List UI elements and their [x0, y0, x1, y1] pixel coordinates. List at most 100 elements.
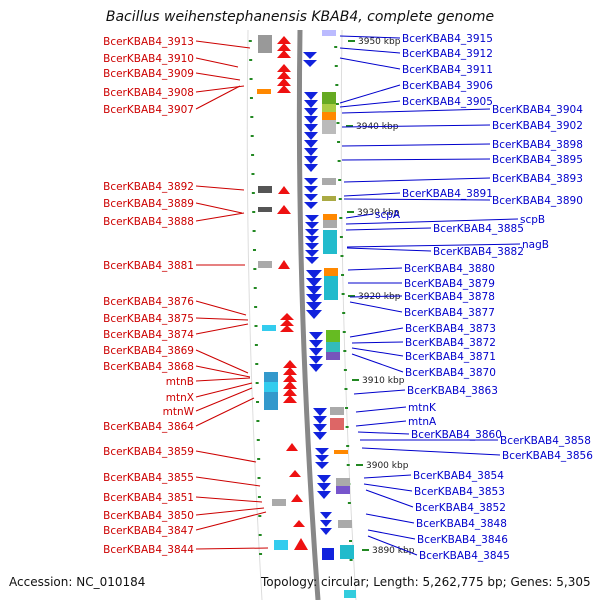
right-leader-line	[349, 295, 403, 298]
track-tick	[349, 559, 353, 561]
right-gene-label: BcerKBAB4_3871	[405, 351, 496, 363]
right-gene-label: nagB	[522, 239, 549, 251]
right-gene-label: BcerKBAB4_3872	[405, 337, 496, 349]
forward-gene-arrow	[304, 92, 318, 100]
genome-backbone	[296, 29, 321, 600]
left-leader-line	[195, 202, 243, 214]
forward-gene-arrow	[306, 286, 322, 295]
track-tick	[256, 420, 260, 422]
left-gene-label: BcerKBAB4_3888	[103, 216, 194, 228]
track-tick	[248, 40, 252, 42]
scale-label: 3910 kbp	[362, 376, 405, 386]
left-gene-label: BcerKBAB4_3910	[103, 53, 194, 65]
right-gene-label: BcerKBAB4_3858	[500, 435, 591, 447]
track-tick	[338, 198, 342, 200]
homology-box	[330, 418, 344, 430]
track-tick	[344, 388, 348, 390]
left-gene-label: BcerKBAB4_3855	[103, 472, 194, 484]
forward-gene-arrow	[315, 455, 329, 462]
left-gene-label: BcerKBAB4_3869	[103, 345, 194, 357]
homology-box	[326, 342, 340, 352]
forward-gene-arrow	[304, 194, 318, 201]
scale-label: 3890 kbp	[372, 546, 415, 556]
left-leader-line	[195, 387, 253, 412]
left-gene-label: BcerKBAB4_3844	[103, 544, 194, 556]
track-tick	[343, 350, 347, 352]
forward-gene-arrow	[306, 294, 322, 303]
homology-box	[324, 268, 338, 276]
left-gene-label: mtnW	[163, 406, 195, 418]
homology-box	[322, 104, 336, 112]
reverse-gene-arrow	[283, 381, 297, 389]
right-leader-line	[346, 247, 432, 252]
left-gene-label: BcerKBAB4_3907	[103, 104, 194, 116]
homology-box	[322, 196, 336, 201]
right-leader-line	[339, 100, 401, 108]
forward-gene-arrow	[303, 52, 317, 59]
right-leader-line	[346, 243, 521, 248]
track-tick	[257, 496, 261, 498]
right-leader-line	[351, 341, 404, 344]
track-tick	[252, 230, 256, 232]
left-gene-label: BcerKBAB4_3892	[103, 181, 194, 193]
right-track-line	[340, 29, 357, 600]
reverse-gene-arrow	[277, 205, 291, 214]
right-leader-line	[355, 420, 407, 427]
left-gene-label: BcerKBAB4_3889	[103, 198, 194, 210]
left-leader-line	[195, 397, 255, 427]
left-gene-label: BcerKBAB4_3876	[103, 296, 194, 308]
right-gene-label: BcerKBAB4_3906	[402, 80, 493, 92]
reverse-gene-arrow	[291, 494, 303, 502]
reverse-gene-arrow	[283, 360, 297, 368]
track-tick	[342, 331, 346, 333]
homology-box	[322, 120, 336, 134]
homology-box	[323, 230, 337, 254]
forward-gene-arrow	[317, 483, 331, 491]
track-tick	[337, 160, 341, 162]
forward-gene-arrow	[304, 164, 318, 172]
right-gene-label: BcerKBAB4_3879	[404, 278, 495, 290]
left-gene-label: BcerKBAB4_3913	[103, 36, 194, 48]
left-leader-line	[195, 496, 263, 503]
track-tick	[258, 515, 262, 517]
scale-label: 3920 kbp	[358, 292, 401, 302]
forward-gene-arrow	[305, 257, 319, 264]
right-gene-label: BcerKBAB4_3912	[402, 48, 493, 60]
forward-gene-arrow	[304, 156, 318, 164]
right-leader-line	[341, 108, 491, 114]
track-tick	[257, 477, 261, 479]
track-tick	[253, 268, 257, 270]
track-tick	[341, 293, 345, 295]
reverse-gene-arrow	[278, 186, 290, 194]
homology-box	[330, 407, 344, 415]
reverse-gene-arrow	[280, 313, 294, 320]
track-tick	[346, 445, 350, 447]
forward-gene-arrow	[315, 448, 329, 455]
track-tick	[251, 192, 255, 194]
left-leader-line	[195, 317, 249, 321]
forward-gene-arrow	[305, 243, 319, 250]
forward-gene-arrow	[305, 215, 319, 222]
homology-box	[322, 178, 336, 185]
track-tick	[343, 369, 347, 371]
reverse-gene-arrow	[289, 470, 301, 477]
right-gene-label: BcerKBAB4_3898	[492, 139, 583, 151]
forward-gene-arrow	[304, 100, 318, 108]
left-gene-label: BcerKBAB4_3881	[103, 260, 194, 272]
reverse-gene-arrow	[280, 319, 294, 326]
reverse-gene-arrow	[277, 85, 291, 93]
track-tick	[347, 502, 351, 504]
track-tick	[254, 325, 258, 327]
track-tick	[252, 249, 256, 251]
track-tick	[253, 287, 257, 289]
right-gene-label: BcerKBAB4_3853	[414, 486, 505, 498]
right-leader-line	[343, 192, 401, 197]
left-gene-label: mtnX	[166, 392, 194, 404]
track-tick	[249, 97, 253, 99]
forward-gene-arrow	[317, 475, 331, 483]
reverse-gene-arrow	[277, 78, 291, 86]
homology-box	[323, 220, 337, 228]
track-tick	[250, 135, 254, 137]
genome-title: Bacillus weihenstephanensis KBAB4, compl…	[105, 9, 495, 25]
forward-gene-arrow	[313, 416, 327, 424]
